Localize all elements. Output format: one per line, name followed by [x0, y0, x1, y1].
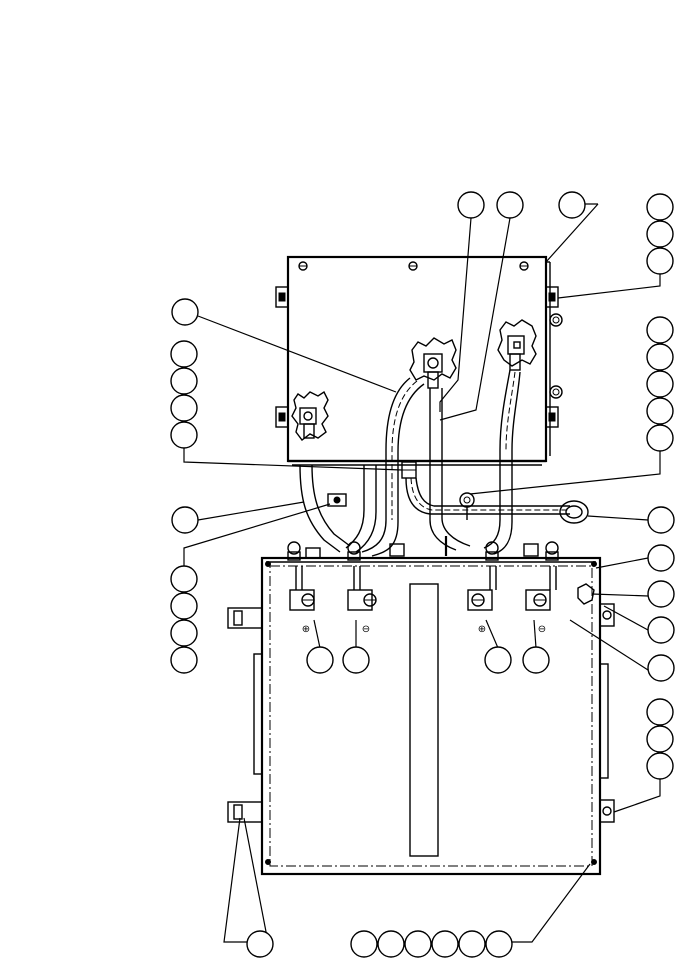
top-screw	[298, 261, 308, 271]
callout-bubble	[170, 421, 198, 449]
callout-bubble	[646, 343, 674, 371]
terminal-post-4	[525, 566, 557, 611]
callout-bubble	[647, 506, 675, 534]
callout-bubble	[306, 646, 334, 674]
mounting-bracket	[227, 801, 263, 823]
polarity-positive: ⊕	[478, 624, 486, 635]
terminal-post-2	[347, 566, 377, 611]
mounting-hole	[278, 292, 286, 302]
callout-bubble	[522, 646, 550, 674]
mounting-tab	[275, 286, 289, 308]
callout-bubble	[646, 193, 674, 221]
top-hardware	[287, 536, 559, 561]
callout-bubble	[647, 580, 675, 608]
callout-bubble	[404, 930, 432, 958]
terminal-post-1	[289, 566, 315, 611]
mounting-tab	[275, 406, 289, 428]
callout-bubble	[170, 340, 198, 368]
mounting-tab	[599, 603, 615, 627]
callout-bubble	[646, 316, 674, 344]
callout-bubble	[171, 506, 199, 534]
polarity-negative: ⊖	[362, 624, 370, 635]
callouts	[170, 191, 675, 958]
side-nut	[549, 313, 563, 327]
cutaway-terminal-left	[291, 390, 329, 441]
callout-bubble	[350, 930, 378, 958]
callout-bubble	[485, 930, 513, 958]
cutaway-terminal-center	[409, 337, 457, 389]
callout-bubble	[170, 367, 198, 395]
cutaway-terminal-right	[497, 319, 537, 371]
callout-bubble	[647, 654, 675, 682]
callout-bubble	[646, 725, 674, 753]
callout-bubble	[646, 370, 674, 398]
side-rail-right	[599, 663, 609, 779]
callout-bubble	[246, 930, 274, 958]
callout-bubble	[646, 220, 674, 248]
callout-bubble	[458, 930, 486, 958]
callout-bubble	[342, 646, 370, 674]
callout-bubble	[646, 397, 674, 425]
callout-bubble	[646, 424, 674, 452]
upper-junction-box	[275, 255, 563, 466]
right-clip	[577, 583, 595, 605]
leader-lines	[183, 203, 661, 943]
terminal-post-3	[467, 566, 497, 611]
callout-bubble	[170, 394, 198, 422]
callout-bubble	[646, 247, 674, 275]
center-divider	[409, 583, 439, 857]
callout-bubble	[496, 191, 524, 219]
callout-bubble	[646, 698, 674, 726]
mounting-hole	[278, 412, 286, 422]
callout-bubble	[431, 930, 459, 958]
mounting-hole	[548, 292, 556, 302]
top-screw	[408, 261, 418, 271]
mounting-hole	[548, 412, 556, 422]
callout-bubble	[646, 752, 674, 780]
callout-bubble	[558, 191, 586, 219]
cable-lug	[327, 493, 347, 507]
mounting-tab	[545, 406, 559, 428]
callout-bubble	[170, 646, 198, 674]
callout-bubble	[170, 565, 198, 593]
callout-bubble	[170, 619, 198, 647]
callout-bubble	[171, 298, 199, 326]
callout-bubble	[170, 592, 198, 620]
mounting-tab	[545, 286, 559, 308]
cable-clamp	[459, 492, 475, 508]
mounting-bracket	[227, 607, 263, 629]
callout-bubble	[457, 191, 485, 219]
side-rail-left	[253, 653, 263, 775]
callout-bubble	[647, 544, 675, 572]
callout-bubble	[484, 646, 512, 674]
grommet	[559, 500, 589, 524]
side-nut	[549, 385, 563, 399]
callout-bubble	[377, 930, 405, 958]
cable-bundle	[299, 369, 589, 557]
callout-bubble	[647, 616, 675, 644]
polarity-positive: ⊕	[302, 624, 310, 635]
lower-battery-box: ⊕ ⊖ ⊕ ⊖	[227, 536, 615, 876]
polarity-negative: ⊖	[538, 624, 546, 635]
top-screw	[519, 261, 529, 271]
mounting-tab	[599, 799, 615, 823]
